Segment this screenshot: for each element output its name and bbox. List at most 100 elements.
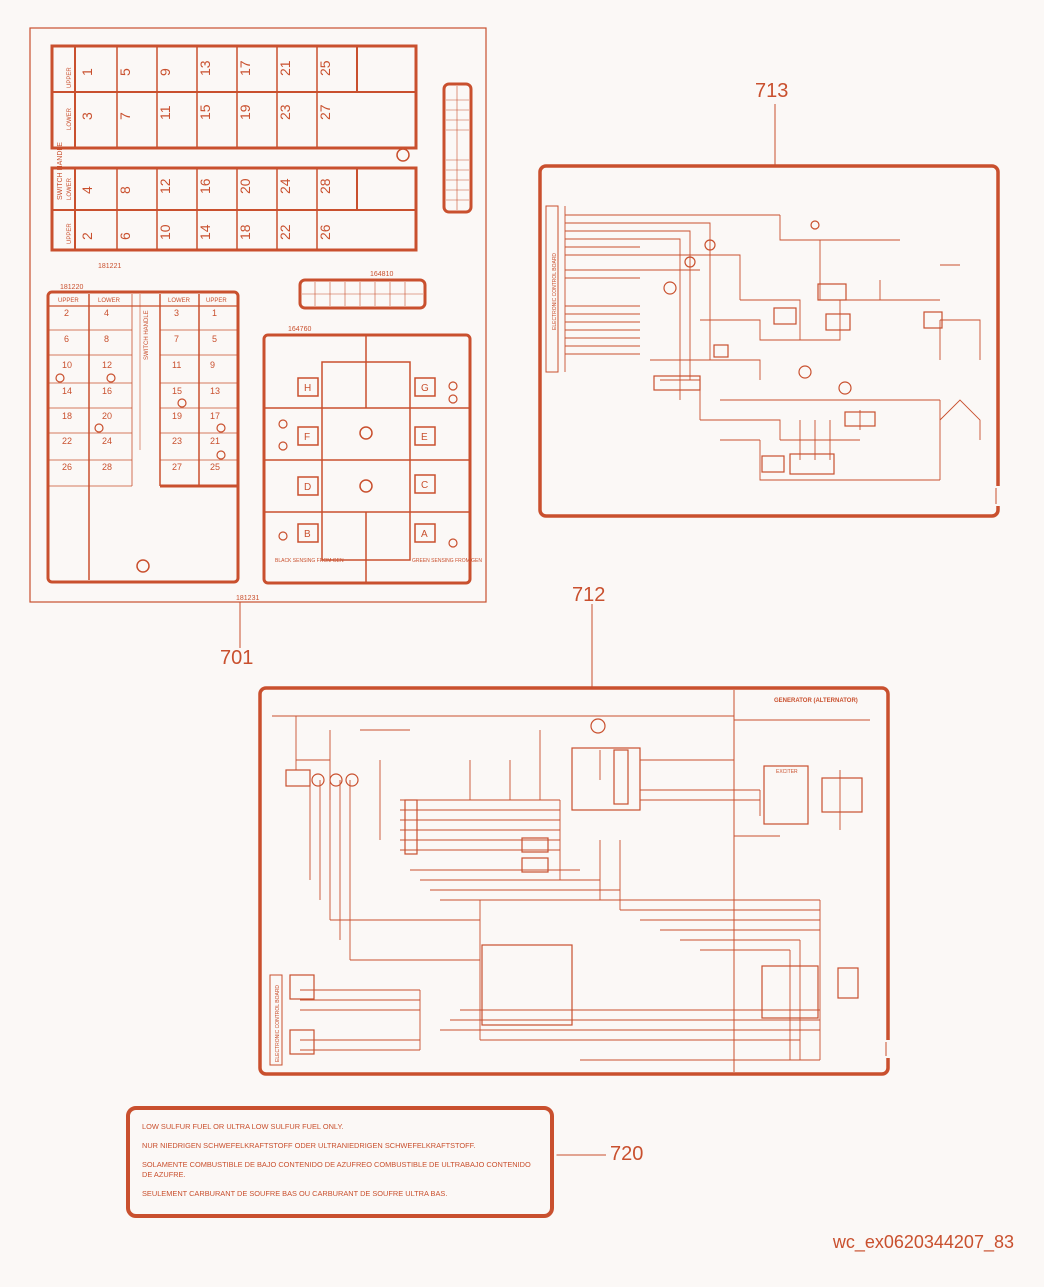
figure-id: wc_ex0620344207_83 bbox=[832, 1232, 1014, 1252]
terminal-number: 28 bbox=[102, 462, 112, 472]
terminal-number: 9 bbox=[157, 68, 173, 76]
decal-720-fuel-notice: LOW SULFUR FUEL OR ULTRA LOW SULFUR FUEL… bbox=[126, 1106, 554, 1218]
control-board-label-712: ELECTRONIC CONTROL BOARD bbox=[275, 985, 281, 1062]
switch-handle-label-left: SWITCH HANDLE bbox=[144, 310, 150, 360]
decal-701-text: 181221 181220 164810 164760 181231 SWITC… bbox=[57, 60, 482, 602]
col-header: UPPER bbox=[58, 298, 79, 304]
lower-label-row2: LOWER bbox=[67, 107, 73, 130]
green-sensing-label: GREEN SENSING FROM GEN bbox=[412, 558, 482, 564]
terminal-number: 5 bbox=[212, 334, 217, 344]
terminal-strip-top bbox=[298, 278, 427, 310]
black-sensing-label: BLACK SENSING FROM GEN bbox=[275, 558, 344, 564]
switch-letter: G bbox=[421, 383, 429, 394]
switch-letter: B bbox=[304, 529, 311, 540]
terminal-number: 15 bbox=[172, 386, 182, 396]
fuel-notice-es: SOLAMENTE COMBUSTIBLE DE BAJO CONTENIDO … bbox=[142, 1160, 531, 1179]
upper-panel-numbers: 1 5 9 13 17 21 25 3 7 11 15 19 23 27 4 8… bbox=[79, 60, 333, 240]
terminal-number: 7 bbox=[117, 112, 133, 120]
switch-letter: E bbox=[421, 432, 428, 443]
terminal-number: 14 bbox=[62, 386, 72, 396]
terminal-number: 20 bbox=[237, 178, 253, 194]
control-board-label-713: ELECTRONIC CONTROL BOARD bbox=[552, 253, 558, 330]
terminal-number: 10 bbox=[157, 224, 173, 240]
switch-letter: H bbox=[304, 383, 311, 394]
terminal-number: 13 bbox=[210, 386, 220, 396]
terminal-number: 21 bbox=[210, 436, 220, 446]
terminal-number: 14 bbox=[197, 224, 213, 240]
switch-letter: D bbox=[304, 482, 311, 493]
terminal-number: 13 bbox=[197, 60, 213, 76]
terminal-number: 24 bbox=[102, 436, 112, 446]
terminal-number: 6 bbox=[117, 232, 133, 240]
selector-switch-panel bbox=[262, 333, 472, 585]
terminal-number: 23 bbox=[277, 104, 293, 120]
terminal-number: 22 bbox=[277, 224, 293, 240]
fuel-notice-en: LOW SULFUR FUEL OR ULTRA LOW SULFUR FUEL… bbox=[142, 1122, 344, 1131]
terminal-number: 17 bbox=[210, 411, 220, 421]
terminal-number: 26 bbox=[62, 462, 72, 472]
terminal-number: 28 bbox=[317, 178, 333, 194]
upper-label-row1: UPPER bbox=[67, 67, 73, 88]
terminal-number: 12 bbox=[157, 178, 173, 194]
terminal-strip-right bbox=[442, 82, 473, 214]
terminal-number: 16 bbox=[102, 386, 112, 396]
terminal-number: 11 bbox=[157, 105, 173, 120]
terminal-number: 7 bbox=[174, 334, 179, 344]
terminal-number: 19 bbox=[172, 411, 182, 421]
terminal-number: 17 bbox=[237, 60, 253, 76]
upper-switch-panel bbox=[50, 44, 418, 252]
fuel-notice-fr: SEULEMENT CARBURANT DE SOUFRE BAS OU CAR… bbox=[142, 1189, 448, 1198]
terminal-number: 27 bbox=[172, 462, 182, 472]
callout-720: 720 bbox=[610, 1143, 644, 1165]
callout-713: 713 bbox=[755, 80, 789, 102]
decal-713 bbox=[538, 104, 1001, 518]
part-number-164760: 164760 bbox=[288, 326, 311, 333]
terminal-number: 23 bbox=[172, 436, 182, 446]
terminal-number: 2 bbox=[64, 308, 69, 318]
terminal-number: 20 bbox=[102, 411, 112, 421]
upper-label-row4: UPPER bbox=[67, 223, 73, 244]
terminal-number: 24 bbox=[277, 178, 293, 194]
terminal-number: 9 bbox=[210, 360, 215, 370]
generator-label: GENERATOR (ALTERNATOR) bbox=[774, 698, 858, 704]
left-panel-headers: UPPER LOWER LOWER UPPER bbox=[58, 298, 227, 304]
terminal-number: 2 bbox=[79, 232, 95, 240]
exciter-label: EXCITER bbox=[776, 769, 798, 775]
terminal-number: 10 bbox=[62, 360, 72, 370]
left-panel-numbers: 2 6 10 14 18 22 26 4 8 12 16 20 24 28 3 … bbox=[62, 308, 220, 472]
lower-label-row3: LOWER bbox=[67, 177, 73, 200]
switch-letter: F bbox=[304, 432, 310, 443]
part-number-164810: 164810 bbox=[370, 271, 393, 278]
terminal-number: 6 bbox=[64, 334, 69, 344]
switch-letters: H G F E D C B A bbox=[304, 383, 429, 540]
terminal-number: 16 bbox=[197, 178, 213, 194]
terminal-number: 8 bbox=[104, 334, 109, 344]
terminal-number: 15 bbox=[197, 104, 213, 120]
terminal-number: 18 bbox=[237, 224, 253, 240]
part-number-181220: 181220 bbox=[60, 284, 83, 291]
callout-712: 712 bbox=[572, 584, 606, 606]
switch-handle-label-upper: SWITCH HANDLE bbox=[57, 142, 64, 200]
terminal-number: 11 bbox=[172, 360, 181, 370]
part-number-181231: 181231 bbox=[236, 595, 259, 602]
terminal-number: 19 bbox=[237, 104, 253, 120]
terminal-number: 25 bbox=[210, 462, 220, 472]
terminal-number: 21 bbox=[277, 60, 293, 76]
callout-701: 701 bbox=[220, 647, 254, 669]
switch-letter: C bbox=[421, 480, 428, 491]
col-header: LOWER bbox=[98, 298, 121, 304]
terminal-number: 18 bbox=[62, 411, 72, 421]
terminal-number: 1 bbox=[79, 68, 95, 76]
terminal-number: 8 bbox=[117, 186, 133, 194]
terminal-number: 3 bbox=[79, 112, 95, 120]
terminal-number: 1 bbox=[212, 308, 217, 318]
terminal-panel-left bbox=[46, 290, 240, 584]
terminal-number: 12 bbox=[102, 360, 112, 370]
terminal-number: 4 bbox=[104, 308, 109, 318]
terminal-number: 4 bbox=[79, 186, 95, 194]
decal-712 bbox=[258, 604, 891, 1076]
terminal-number: 5 bbox=[117, 68, 133, 76]
terminal-number: 22 bbox=[62, 436, 72, 446]
fuel-notice-de: NUR NIEDRIGEN SCHWEFELKRAFTSTOFF ODER UL… bbox=[142, 1141, 476, 1150]
